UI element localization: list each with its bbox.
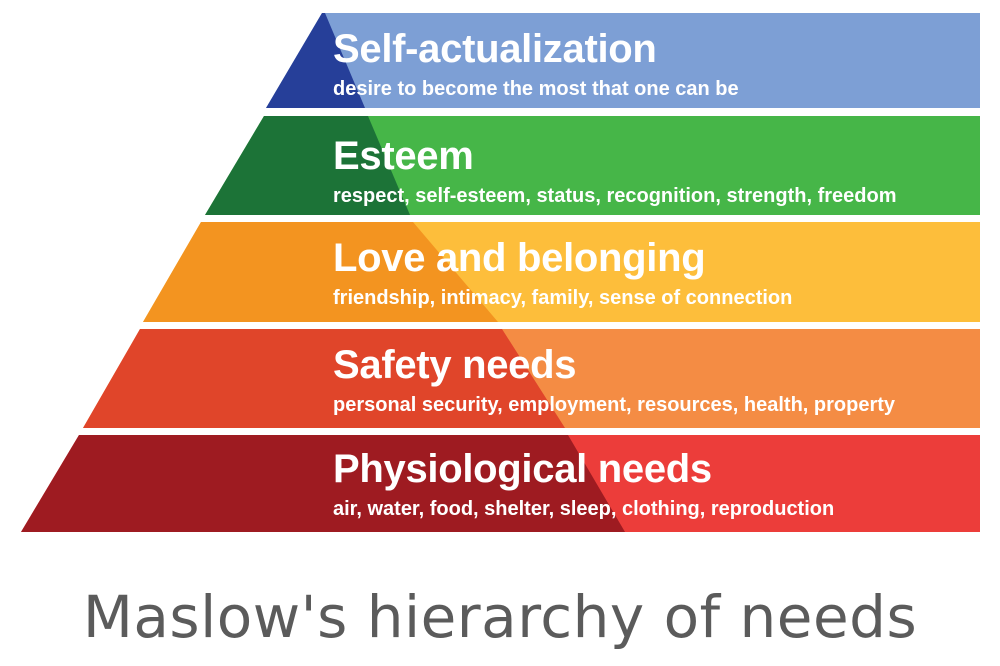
level-shadow-physiological-needs [21,435,625,532]
level-band-self-actualization [266,13,980,108]
level-title: Self-actualization [333,27,657,71]
level-description: respect, self-esteem, status, recognitio… [333,185,897,207]
level-title: Physiological needs [333,447,712,491]
level-shadow-safety-needs [83,329,565,428]
level-description: personal security, employment, resources… [333,394,896,416]
pyramid-level-esteem [205,116,980,215]
level-title: Safety needs [333,343,577,387]
level-description: friendship, intimacy, family, sense of c… [333,287,793,309]
level-title: Love and belonging [333,236,706,280]
pyramid-level-physiological-needs [21,435,980,532]
pyramid-level-love-and-belonging [143,222,980,322]
diagram-caption: Maslow's hierarchy of needs [82,583,918,651]
level-shadow-esteem [205,116,410,215]
pyramid-level-safety-needs [83,329,980,428]
level-shadow-love-and-belonging [143,222,498,322]
level-description: desire to become the most that one can b… [333,78,739,100]
level-description: air, water, food, shelter, sleep, clothi… [333,498,835,520]
pyramid-level-self-actualization [266,13,980,108]
level-title: Esteem [333,134,474,178]
level-shadow-self-actualization [266,13,365,108]
